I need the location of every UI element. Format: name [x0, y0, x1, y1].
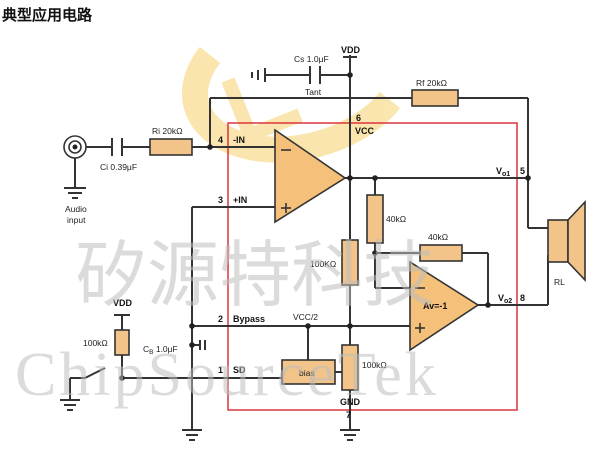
- cs-label: Cs 1.0μF: [294, 54, 329, 64]
- pin-7-number: 7: [346, 410, 351, 420]
- r100k-left-resistor: [114, 329, 130, 356]
- r100k-left-label: 100kΩ: [83, 338, 108, 348]
- ground-symbol-bypass: [182, 429, 202, 441]
- vdd-left-label: VDD: [113, 298, 133, 308]
- rf-label: Rf 20kΩ: [416, 78, 447, 88]
- amplifier-1: [274, 128, 347, 224]
- pin-4-number: 4: [218, 135, 223, 145]
- r100k-lower-label: 100kΩ: [362, 360, 387, 370]
- ground-symbol-main: [340, 429, 360, 441]
- pin-4-name: -IN: [233, 135, 245, 145]
- amplifier-2-gain-label: Av=-1: [423, 301, 447, 311]
- vdd-top-label: VDD: [341, 45, 361, 55]
- watermark-english: ChipSourceTek: [15, 341, 439, 409]
- r40k-horizontal-label: 40kΩ: [428, 232, 448, 242]
- r40k-horizontal-resistor: [419, 244, 463, 262]
- rl-label: RL: [554, 277, 565, 287]
- ri-resistor: [149, 138, 193, 156]
- pin-3-name: +IN: [233, 195, 247, 205]
- cb-capacitor: [199, 340, 206, 350]
- pin-8-number: 8: [520, 293, 525, 303]
- r40k-vertical-resistor: [366, 194, 384, 244]
- bias-label: bias: [299, 368, 315, 378]
- pin-1-name: SD: [233, 365, 246, 375]
- ground-symbol-switch: [60, 399, 80, 411]
- cb-label: CB 1.0μF: [143, 344, 178, 356]
- r100k-upper-label: 100KΩ: [310, 259, 336, 269]
- audio-input-label-line1: Audio: [65, 204, 87, 214]
- audio-input-label-line2: input: [67, 215, 86, 225]
- pin-6-name: VCC: [355, 126, 375, 136]
- rf-resistor: [411, 89, 459, 107]
- bias-block: [281, 359, 336, 385]
- pin-2-name: Bypass: [233, 314, 265, 324]
- vo2-label: Vo2: [498, 293, 512, 305]
- ci-label: Ci 0.39μF: [100, 162, 137, 172]
- cs-type-label: Tant: [305, 87, 322, 97]
- junction-dots: [119, 72, 531, 381]
- r100k-upper-resistor: [341, 239, 359, 286]
- vo1-label: Vo1: [496, 166, 510, 178]
- ci-capacitor: [111, 138, 123, 156]
- pin-5-number: 5: [520, 166, 525, 176]
- watermark-chinese: 矽源特科技: [75, 233, 435, 317]
- ri-label: Ri 20kΩ: [152, 126, 182, 136]
- r100k-lower-resistor: [341, 344, 359, 391]
- cs-capacitor: [309, 66, 321, 84]
- pin-2-number: 2: [218, 314, 223, 324]
- speaker-icon: [547, 199, 586, 283]
- page-title: 典型应用电路: [2, 6, 93, 24]
- r40k-vertical-label: 40kΩ: [386, 214, 406, 224]
- pin-3-number: 3: [218, 195, 223, 205]
- pin-1-number: 1: [218, 365, 223, 375]
- chip-boundary: [227, 122, 518, 411]
- pin-6-number: 6: [356, 113, 361, 123]
- audio-input-jack: [63, 135, 87, 199]
- vcc-half-label: VCC/2: [293, 312, 318, 322]
- pin-7-name: GND: [340, 397, 361, 407]
- amplifier-2: [409, 260, 480, 352]
